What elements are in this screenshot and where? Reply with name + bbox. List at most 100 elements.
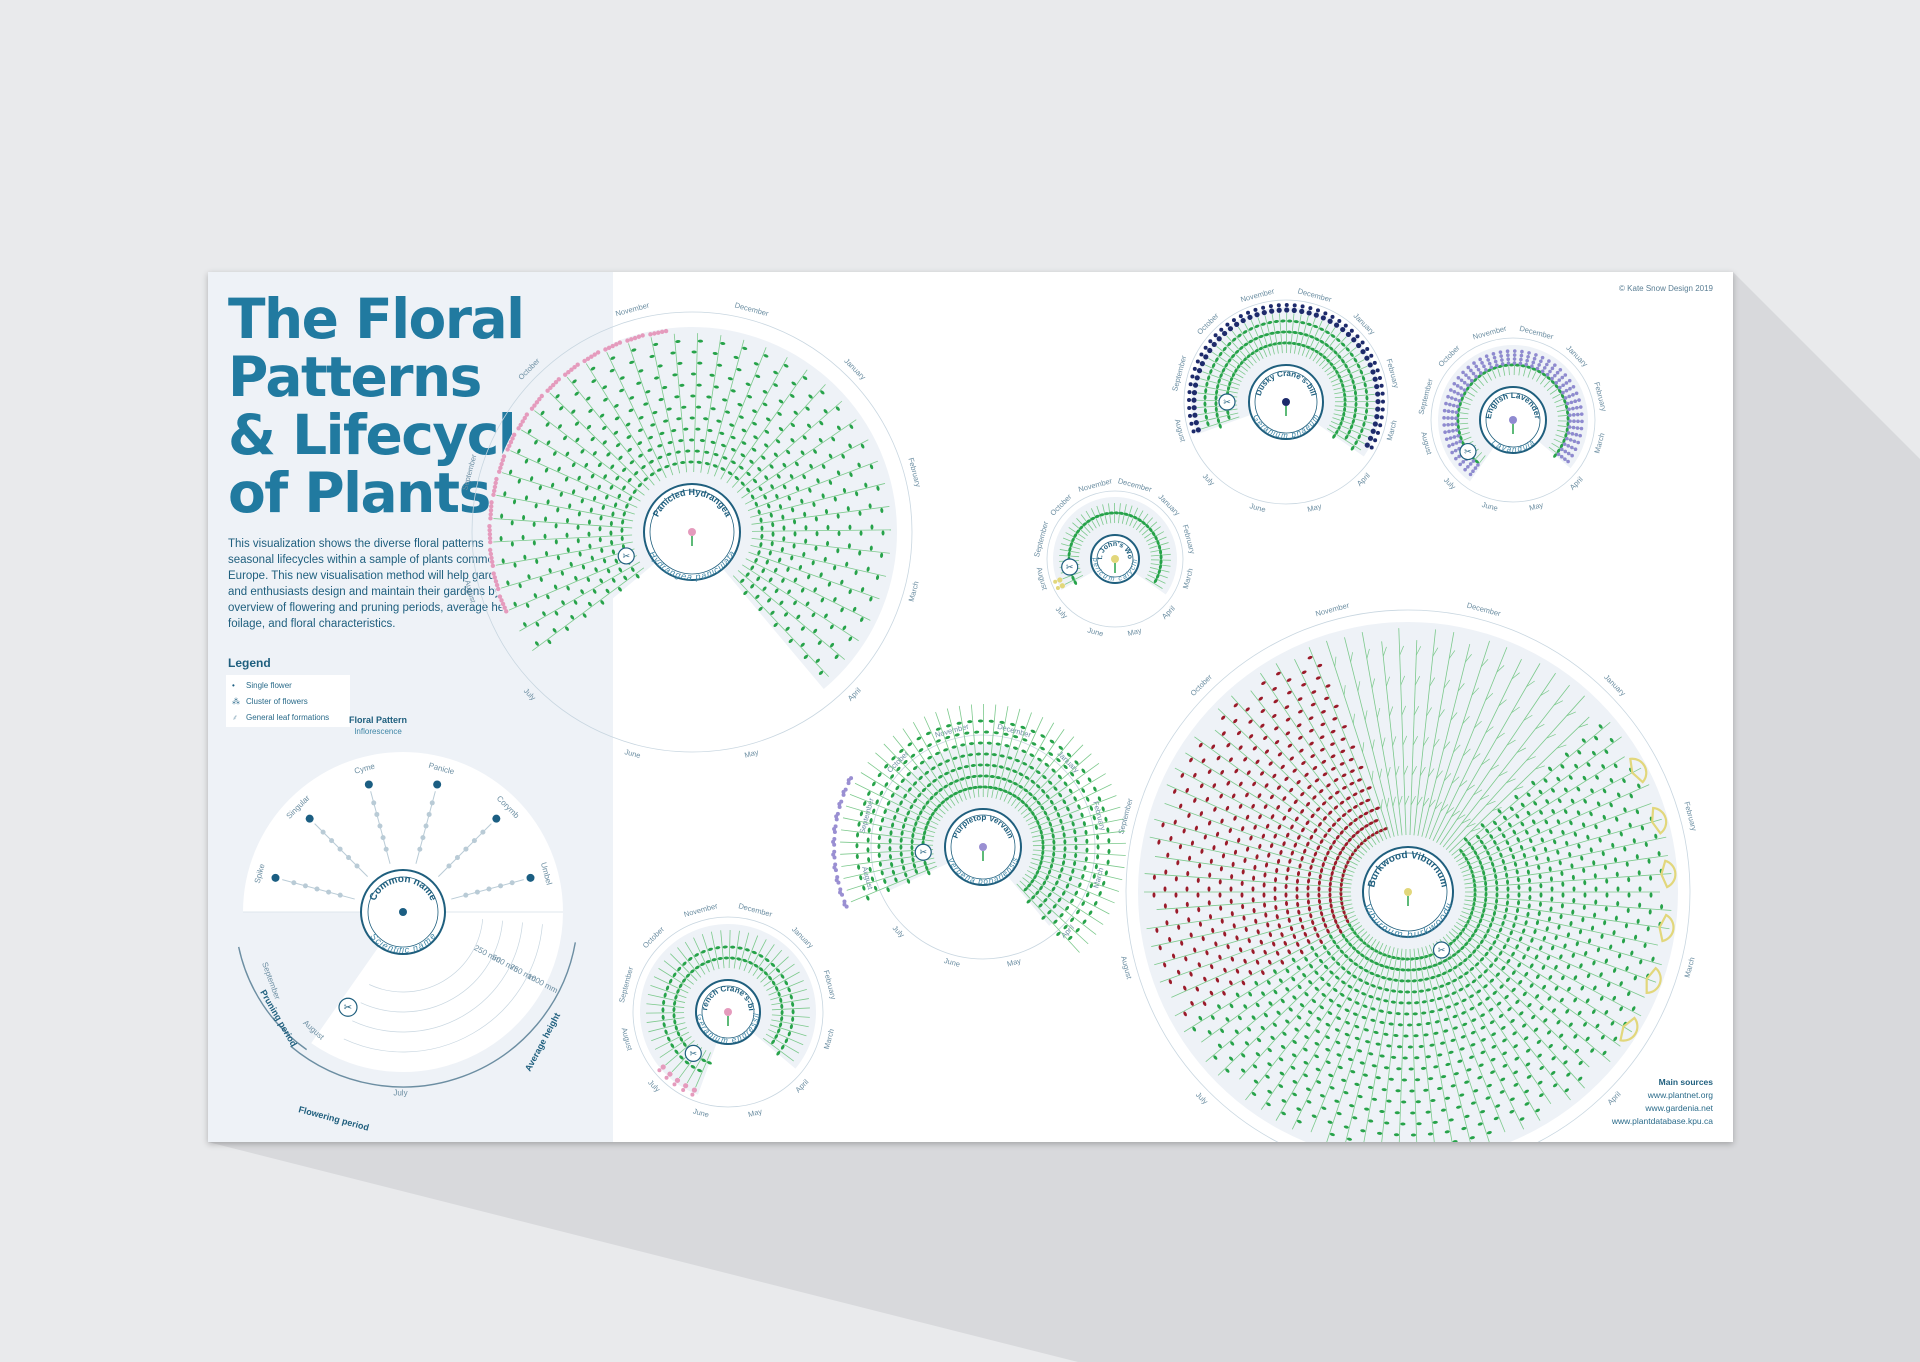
stem [741,419,857,499]
leaf [1563,399,1567,404]
leaf [786,449,791,455]
leaf [1357,1094,1363,1099]
month-ring [1430,337,1596,503]
leaf [1480,1025,1486,1030]
leaf [1304,1035,1309,1039]
leaf [1535,1108,1540,1113]
flower [1308,306,1313,311]
leaf [983,774,989,778]
leaf [1525,1048,1531,1053]
flower [1567,378,1572,383]
leaf [786,566,790,572]
leaf [1499,984,1504,989]
leaf [1318,874,1322,880]
leaf [1467,937,1472,943]
key-leaf [454,855,460,861]
leaf [1470,1030,1476,1035]
flower [1506,353,1510,358]
leaf [1369,959,1374,963]
flower-umbel [1651,806,1668,835]
leaf [1193,947,1197,953]
flower [1567,413,1572,417]
leaf [1395,1089,1401,1093]
flower [1458,462,1462,467]
twig [1496,665,1505,673]
leaf [538,485,542,491]
leaf [752,421,757,426]
leaf [840,607,844,613]
leaf [1361,992,1367,996]
source-link[interactable]: www.gardenia.net [1645,1103,1713,1113]
flower [488,551,494,557]
leaf [977,763,983,767]
flower [1512,357,1517,361]
flower [1526,354,1530,359]
leaf [1141,520,1146,526]
leaf [1603,920,1607,926]
leaf [573,599,578,605]
leaf [1343,392,1347,398]
scissors-icon: ✂ [690,1049,698,1059]
leaf [1227,358,1232,363]
key-leaf [486,886,492,892]
leaf [1393,1034,1399,1038]
flower [501,454,507,459]
flower [1466,383,1470,387]
flower [556,377,562,382]
leaf [1401,1078,1408,1082]
leaf [1421,966,1428,970]
leaf [548,568,552,574]
leaf [860,443,865,449]
source-link[interactable]: www.plantdatabase.kpu.ca [1611,1116,1713,1126]
leaf [1474,962,1480,967]
leaf [1304,992,1309,997]
leaf [1309,963,1314,969]
flower [545,388,550,393]
leaf [1460,1035,1466,1039]
leaf [762,586,767,591]
flower [1575,406,1579,410]
leaf [1215,357,1219,363]
leaf [1369,971,1375,976]
leaf [1437,1053,1443,1057]
leaf [1225,1017,1230,1022]
leaf [547,639,552,645]
leaf [563,435,568,441]
leaf [1572,897,1576,904]
source-link[interactable]: www.plantnet.org [1647,1090,1713,1100]
leaf [1336,1003,1342,1008]
leaf [1500,1077,1506,1082]
leaf [597,484,601,490]
leaf [803,511,807,517]
leaf [763,354,769,358]
leaf [782,462,787,468]
leaf [1209,369,1213,375]
leaf [1387,1011,1393,1015]
stem [1151,903,1353,947]
leaf [817,640,822,645]
leaf [782,484,787,490]
twig [1473,789,1483,796]
flower [1565,436,1569,441]
leaf [1319,1094,1325,1098]
leaf [743,590,748,596]
stem [1332,372,1371,387]
leaf [1488,922,1493,928]
leaf [664,464,670,469]
leaf [1292,1040,1297,1044]
leaf [1381,976,1387,980]
flower [1570,432,1575,436]
leaf [1604,958,1609,964]
leaf [1471,1018,1477,1022]
key-leaf [326,889,332,895]
leaf [1648,909,1652,915]
leaf [522,514,526,521]
flower [1457,398,1462,403]
flower [1506,357,1511,361]
stem [732,575,829,677]
leaf [1163,886,1167,892]
leaf [1615,871,1619,877]
leaf [1582,775,1587,781]
stem [1309,323,1330,360]
leaf [1354,401,1358,408]
